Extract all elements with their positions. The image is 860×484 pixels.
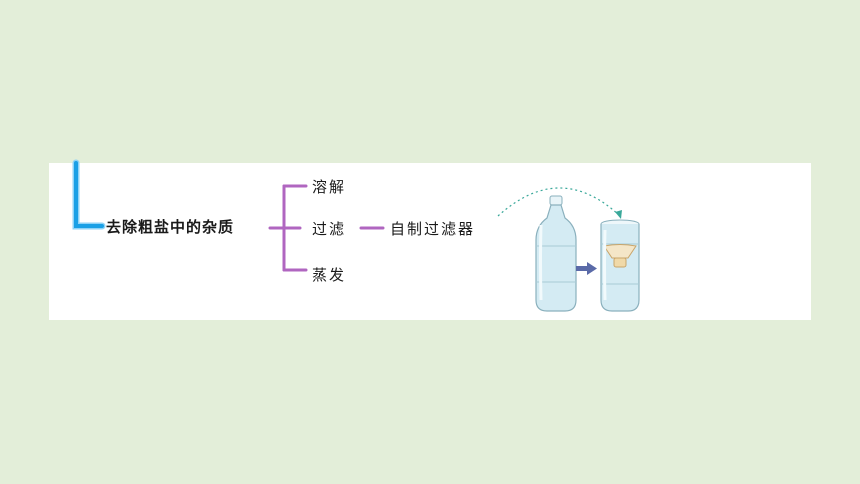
blue-bracket: [72, 159, 106, 230]
homemade-filter-label: 自制过滤器: [390, 220, 476, 238]
right-arrow-icon: [576, 262, 597, 275]
branch-filter-label: 过滤: [312, 220, 347, 238]
branch-dissolve-label: 溶解: [312, 178, 347, 196]
purple-bracket: [268, 184, 308, 272]
branch-evaporate-label: 蒸发: [312, 266, 347, 284]
homemade-filter-icon: [600, 219, 640, 312]
plastic-bottle-icon: [535, 195, 577, 312]
dotted-arrow-icon: [497, 187, 622, 219]
content-panel: [49, 163, 811, 320]
root-topic-label: 去除粗盐中的杂质: [106, 218, 235, 236]
